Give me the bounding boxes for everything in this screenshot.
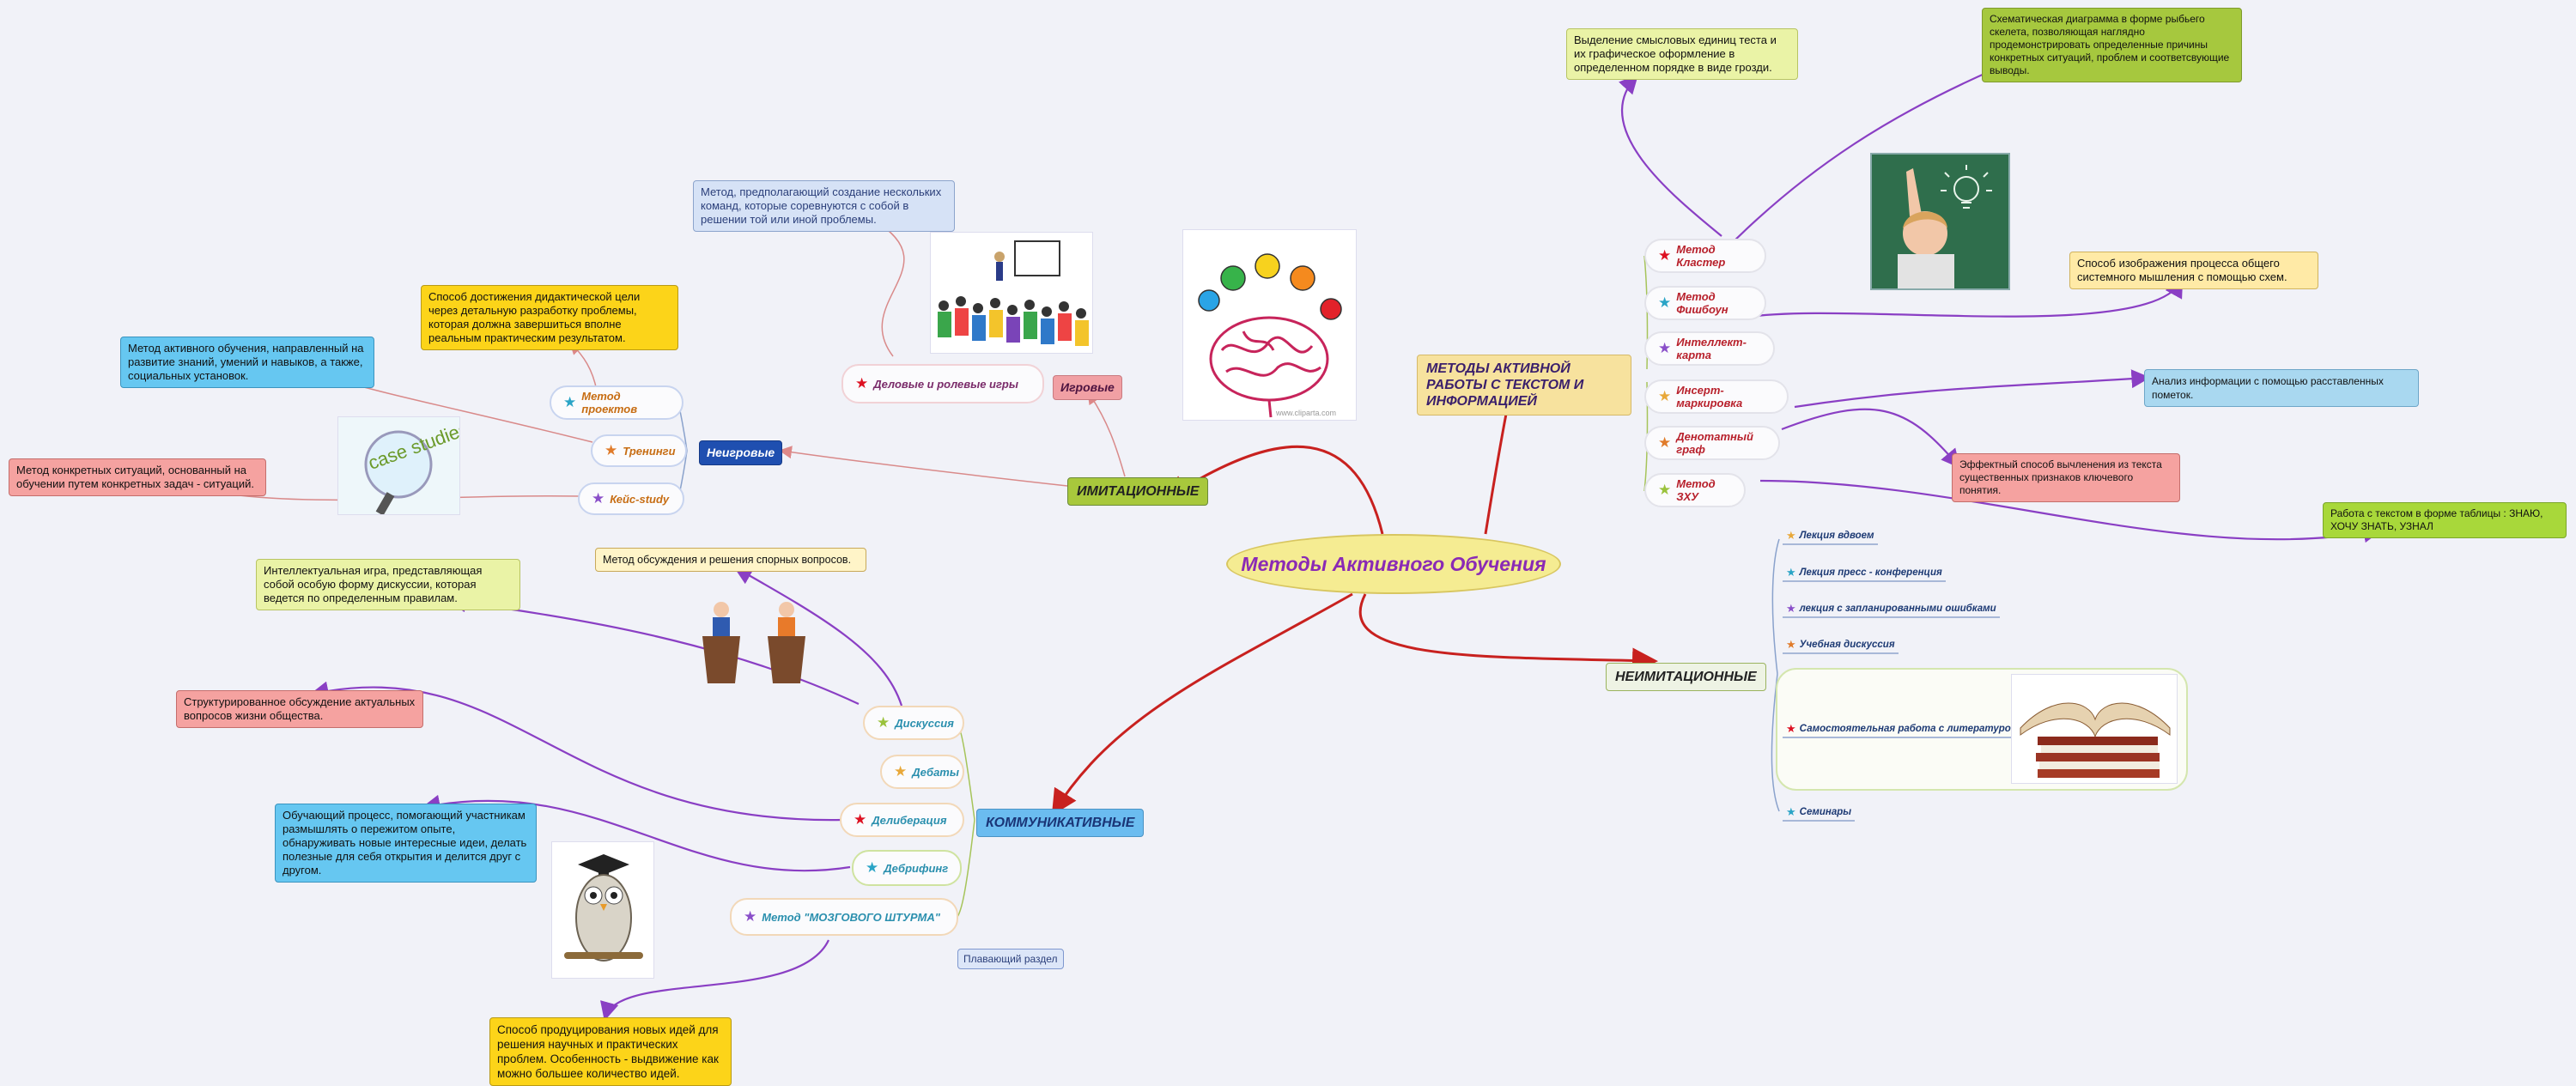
star-icon: ★ (1786, 529, 1796, 542)
category-nonimitation[interactable]: НЕИМИТАЦИОННЫЕ (1606, 663, 1766, 691)
category-communicative[interactable]: КОММУНИКАТИВНЫЕ (976, 809, 1145, 837)
method-zhu[interactable]: ★Метод ЗХУ (1644, 473, 1746, 507)
star-icon: ★ (1658, 434, 1672, 451)
star-icon: ★ (1786, 602, 1796, 615)
star-icon: ★ (563, 394, 577, 410)
classroom-image (930, 232, 1093, 354)
star-icon: ★ (744, 908, 757, 925)
method-debriefing[interactable]: ★Дебрифинг (852, 850, 962, 886)
note-cluster: Выделение смысловых единиц теста и их гр… (1566, 28, 1798, 80)
category-imitation[interactable]: ИМИТАЦИОННЫЕ (1067, 477, 1209, 506)
star-icon: ★ (894, 763, 908, 780)
category-text-methods[interactable]: МЕТОДЫ АКТИВНОЙ РАБОТЫ С ТЕКСТОМ И ИНФОР… (1417, 355, 1631, 416)
method-debates[interactable]: ★Дебаты (880, 755, 964, 789)
star-icon: ★ (1658, 340, 1672, 356)
star-icon: ★ (855, 375, 869, 391)
star-icon: ★ (1786, 805, 1796, 818)
method-business-games[interactable]: ★Деловые и ролевые игры (841, 364, 1044, 403)
leaf-lecture-errors[interactable]: ★лекция с запланированными ошибками (1783, 601, 2000, 618)
link-projects-note (568, 341, 598, 391)
note-deliberation: Структурированное обсуждение актуальных … (176, 690, 423, 728)
child-idea-image (1870, 153, 2010, 290)
note-trainings: Метод активного обучения, направленный н… (120, 337, 374, 388)
link-game-note (869, 217, 905, 357)
link-cluster-note (1619, 74, 1722, 237)
note-fishbone: Схематическая диаграмма в форме рыбьего … (1982, 8, 2242, 82)
note-denotat: Эффектный способ вычленения из текста су… (1952, 453, 2180, 502)
note-mindmap: Способ изображения процесса общего систе… (2069, 252, 2318, 289)
note-discussion: Интеллектуальная игра, представляющая со… (256, 559, 520, 610)
star-icon: ★ (592, 490, 605, 507)
link-nonimit-bracket (1771, 538, 1780, 675)
star-icon: ★ (1786, 638, 1796, 651)
star-icon: ★ (605, 442, 618, 458)
method-discussion[interactable]: ★Дискуссия (863, 706, 964, 740)
link-denotat-note (1781, 408, 1960, 469)
link-imit-nongame (779, 446, 1068, 487)
star-icon: ★ (866, 859, 879, 876)
link-insert-note (1794, 369, 2151, 409)
method-denotat[interactable]: ★Денотатный граф (1644, 426, 1780, 460)
method-trainings[interactable]: ★Тренинги (591, 434, 687, 467)
method-case-study[interactable]: ★Кейс-study (578, 482, 684, 515)
watermark: www.cliparta.com (1275, 409, 1336, 417)
method-brainstorm[interactable]: ★Метод "МОЗГОВОГО ШТУРМА" (730, 898, 958, 936)
leaf-literature[interactable]: ★Самостоятельная работа с литературой (1783, 721, 2020, 738)
method-cluster[interactable]: ★Метод Кластер (1644, 239, 1766, 273)
method-fishbone[interactable]: ★Метод Фишбоун (1644, 286, 1766, 320)
subcategory-game[interactable]: Игровые (1053, 375, 1122, 400)
owl-image (551, 841, 654, 979)
link-imit-game (1087, 391, 1126, 477)
star-icon: ★ (1786, 566, 1796, 579)
books-image (2011, 674, 2178, 784)
star-icon: ★ (1658, 247, 1672, 264)
note-case-study: Метод конкретных ситуаций, основанный на… (9, 458, 266, 496)
note-debates: Метод обсуждения и решения спорных вопро… (595, 548, 866, 572)
leaf-discussion[interactable]: ★Учебная дискуссия (1783, 637, 1899, 654)
method-projects[interactable]: ★Метод проектов (550, 385, 683, 420)
note-insert: Анализ информации с помощью расставленны… (2144, 369, 2419, 407)
floating-topic[interactable]: Плавающий раздел (957, 949, 1064, 969)
star-icon: ★ (1658, 294, 1672, 311)
link-main-nonimit (1358, 593, 1658, 674)
leaf-lecture-press[interactable]: ★Лекция пресс - конференция (1783, 565, 1946, 582)
star-icon: ★ (1658, 388, 1672, 404)
brain-bulbs-image: www.cliparta.com (1182, 229, 1357, 421)
subcategory-nongame[interactable]: Неигровые (699, 440, 783, 465)
star-icon: ★ (1658, 482, 1672, 498)
central-topic[interactable]: Методы Активного Обучения (1226, 534, 1561, 594)
case-study-image: case studies (337, 416, 460, 515)
star-icon: ★ (854, 811, 867, 828)
note-brainstorm: Способ продуцирования новых идей для реш… (489, 1017, 732, 1086)
note-projects: Способ достижения дидактической цели чер… (421, 285, 678, 350)
leaf-seminars[interactable]: ★Семинары (1783, 804, 1856, 822)
method-mindmap[interactable]: ★Интеллект-карта (1644, 331, 1775, 366)
method-deliberation[interactable]: ★Делиберация (840, 803, 964, 837)
note-debriefing: Обучающий процесс, помогающий участникам… (275, 804, 537, 883)
note-business-games: Метод, предполагающий создание нескольки… (693, 180, 955, 232)
method-insert[interactable]: ★Инсерт-маркировка (1644, 379, 1789, 414)
leaf-lecture-two[interactable]: ★Лекция вдвоем (1783, 528, 1878, 545)
star-icon: ★ (1786, 722, 1796, 735)
debate-image (694, 589, 814, 685)
note-zhu: Работа с текстом в форме таблицы : ЗНАЮ,… (2323, 502, 2567, 538)
link-main-comm (1051, 592, 1353, 816)
star-icon: ★ (877, 714, 890, 731)
